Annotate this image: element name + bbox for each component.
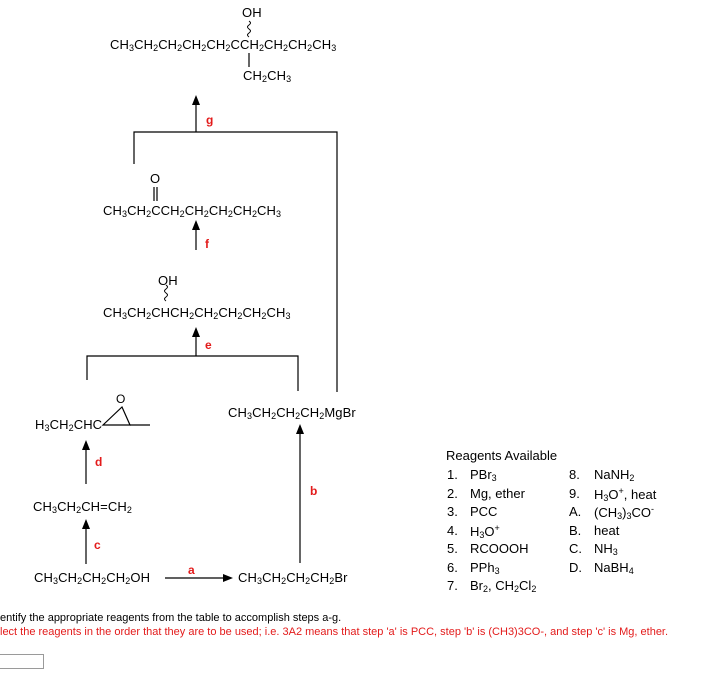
bromide-molecule: CH3CH2CH2CH2Br (238, 570, 348, 586)
step-c-label: c (94, 538, 101, 552)
reagent-right-number: A. (569, 504, 582, 519)
arrowhead-f (192, 220, 200, 230)
step-d-label: d (95, 455, 103, 469)
instruction-line-1: entify the appropriate reagents from the… (0, 612, 342, 624)
reagent-left-number: 1. (447, 467, 458, 482)
reagent-left-text: PCC (470, 504, 498, 519)
reagents-title: Reagents Available (446, 448, 558, 463)
epoxide-ring (101, 405, 131, 426)
reagent-right-number: B. (569, 522, 582, 538)
arrowhead-e (192, 327, 200, 337)
product-main-chain: CH3CH2CH2CH2CH2CCH2CH2CH2CH3 (110, 37, 337, 53)
reagent-left-text: PPh3 (470, 559, 500, 576)
answer-input[interactable] (0, 654, 44, 669)
reagent-right-text: (CH3)3CO- (594, 504, 654, 521)
reagent-left-number: 5. (447, 541, 458, 556)
arrowhead-a (223, 574, 233, 582)
ketone-molecule: CH3CH2CCH2CH2CH2CH2CH3 (103, 203, 282, 219)
epoxide-o-label: O (116, 392, 126, 406)
reagent-right-number: D. (569, 559, 582, 575)
reagent-right-number: C. (569, 541, 582, 556)
arrowhead-b (296, 424, 304, 434)
alkene-molecule: CH3CH2CH=CH2 (33, 499, 132, 515)
butanol-molecule: CH3CH2CH2CH2OH (34, 570, 151, 586)
reagent-right-number: 9. (569, 485, 580, 501)
instruction-line-2: lect the reagents in the order that they… (0, 626, 669, 638)
step-a-label: a (188, 563, 195, 577)
reagent-left-number: 3. (447, 504, 458, 519)
step-f-label: f (205, 237, 209, 251)
alcohol-molecule: CH3CH2CHCH2CH2CH2CH2CH3 (103, 305, 291, 321)
product-oh-label: OH (242, 5, 262, 20)
reagent-right-text: NaNH2 (594, 467, 635, 483)
arrowhead-c (82, 519, 90, 529)
alcohol-oh-label: OH (158, 273, 178, 288)
step-e-label: e (205, 338, 212, 352)
grignard-molecule: CH3CH2CH2CH2MgBr (228, 405, 356, 421)
reagent-right-text: NaBH4 (594, 559, 634, 576)
step-b-label: b (310, 484, 318, 498)
reagent-left-text: PBr3 (470, 467, 497, 483)
reagent-left-text: Br2, CH2Cl2 (470, 578, 537, 594)
reagent-right-text: NH3 (594, 541, 618, 557)
reagent-left-text: Mg, ether (470, 485, 525, 501)
arrowhead-g (192, 95, 200, 105)
reagent-right-text: H3O+, heat (594, 485, 657, 503)
top-bracket (133, 131, 338, 392)
reagent-right-number: 8. (569, 467, 580, 482)
reagent-left-text: H3O+ (470, 522, 500, 540)
reagent-right-text: heat (594, 522, 620, 538)
ketone-o-label: O (150, 171, 161, 186)
reagent-left-number: 7. (447, 578, 458, 593)
reagent-left-number: 2. (447, 485, 458, 501)
alcohol-wavy-bond (164, 284, 168, 302)
step-g-label: g (206, 113, 214, 127)
reagent-left-number: 4. (447, 522, 458, 538)
product-ethyl-branch: CH2CH3 (243, 68, 292, 84)
product-wavy-bond (247, 20, 251, 38)
middle-bracket (86, 355, 299, 391)
arrowhead-d (82, 440, 90, 450)
reagent-left-text: RCOOOH (470, 541, 529, 556)
reagent-left-number: 6. (447, 559, 458, 575)
epoxide-chain: H3CH2CHC (35, 417, 103, 433)
